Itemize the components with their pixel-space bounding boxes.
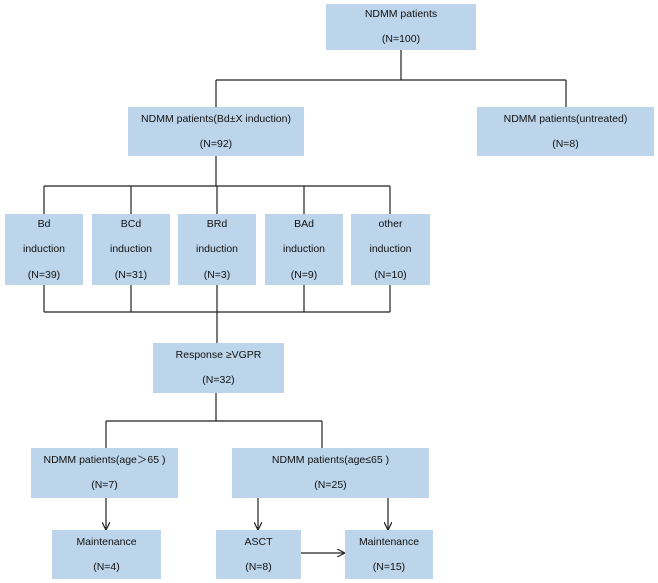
node-maintenance-younger-title: Maintenance [358,535,420,548]
node-age-65-or-under-title: NDMM patients(age≤65 ) [271,454,390,467]
node-untreated: NDMM patients(untreated) (N=8) [477,107,654,156]
node-age-over-65-title: NDMM patients(age＞65 ) [43,454,166,467]
node-age-over-65-count: (N=7) [91,479,118,491]
node-bd-count: (N=39) [27,268,61,281]
node-bd-name: Bd [37,217,51,230]
node-response-vgpr: Response ≥VGPR (N=32) [153,343,284,393]
node-maintenance-younger-count: (N=15) [372,560,406,573]
node-bcd-label: induction [109,243,153,256]
node-bdx-induction-title: NDMM patients(Bd±X induction) [141,112,291,125]
node-bad-label: induction [282,243,326,256]
node-age-over-65: NDMM patients(age＞65 ) (N=7) [31,448,178,498]
node-bcd-name: BCd [120,217,142,230]
node-asct-count: (N=8) [245,560,272,573]
node-maintenance-older-title: Maintenance [76,535,137,548]
node-maintenance-older-count: (N=4) [93,560,120,573]
node-maintenance-younger: Maintenance (N=15) [345,530,433,579]
node-bd-induction: Bd induction (N=39) [5,214,83,285]
node-other-count: (N=10) [374,268,407,281]
node-bdx-induction-count: (N=92) [199,137,233,150]
node-age-65-or-under-count: (N=25) [314,479,347,491]
node-other-name: other [378,217,403,230]
node-untreated-count: (N=8) [552,137,579,150]
node-age-65-or-under: NDMM patients(age≤65 ) (N=25) [232,448,429,498]
node-bad-name: BAd [294,217,314,230]
node-asct-title: ASCT [244,535,273,548]
node-brd-count: (N=3) [203,268,231,281]
node-bad-induction: BAd induction (N=9) [265,214,343,285]
node-response-count: (N=32) [202,374,235,386]
node-bd-label: induction [22,243,66,256]
node-other-label: induction [369,243,412,256]
node-bad-count: (N=9) [290,268,318,281]
node-brd-label: induction [195,243,239,256]
node-ndmm-patients-count: (N=100) [381,33,421,45]
node-bdx-induction: NDMM patients(Bd±X induction) (N=92) [128,107,304,156]
node-asct: ASCT (N=8) [216,530,301,579]
node-brd-name: BRd [206,217,228,230]
node-brd-induction: BRd induction (N=3) [178,214,256,285]
node-ndmm-patients-title: NDMM patients [364,8,438,21]
node-bcd-induction: BCd induction (N=31) [92,214,170,285]
node-bcd-count: (N=31) [114,268,148,281]
node-untreated-title: NDMM patients(untreated) [503,112,628,125]
node-maintenance-older: Maintenance (N=4) [52,530,161,579]
node-response-title: Response ≥VGPR [175,349,262,362]
node-other-induction: other induction (N=10) [351,214,430,285]
node-ndmm-patients: NDMM patients (N=100) [326,4,476,50]
